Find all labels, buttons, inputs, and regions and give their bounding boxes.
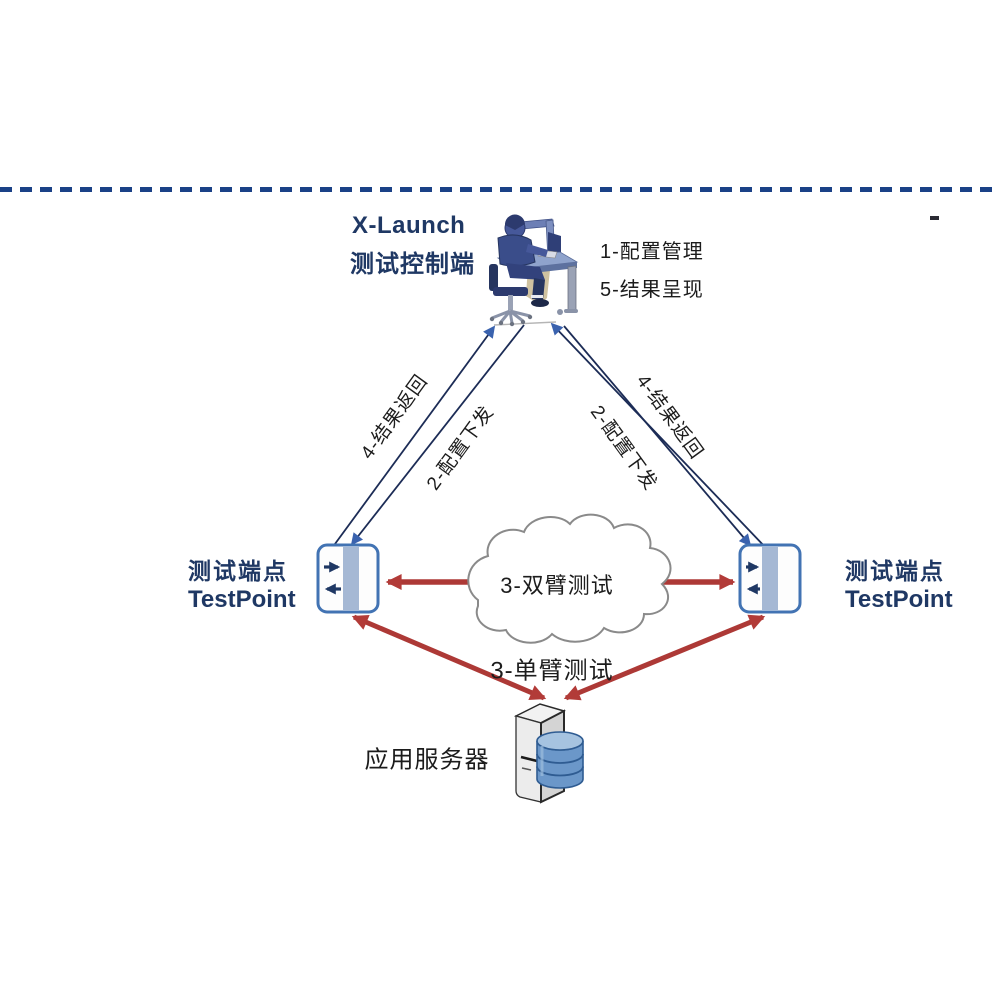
- single-arm-left-arrow: [351, 614, 547, 701]
- arrow-result-return-left: [331, 325, 496, 549]
- control-title: X-Launch: [352, 212, 466, 239]
- chair-base: [491, 309, 531, 324]
- application-server-label: 应用服务器: [364, 746, 490, 774]
- arrow-config-dispatch-right: [563, 325, 752, 547]
- arrow-result-return-right: [550, 322, 769, 551]
- testpoint-left-label-cn: 测试端点: [188, 558, 288, 584]
- base-connector-line: [493, 321, 557, 326]
- top-dashed-divider: [0, 187, 1000, 192]
- single-arm-right-arrow: [563, 614, 766, 701]
- testpoint-left-label-en: TestPoint: [188, 586, 296, 613]
- note-config-management: 1-配置管理: [600, 241, 704, 263]
- testpoint-right-label-cn: 测试端点: [845, 558, 945, 584]
- control-links: [331, 321, 769, 551]
- network-cloud-icon: [467, 513, 672, 644]
- testpoint-node-icon-left: [316, 543, 380, 614]
- operator-workstation-icon: [489, 214, 579, 327]
- testpoint-node-icon-right: [738, 543, 802, 614]
- control-subtitle: 测试控制端: [350, 251, 475, 278]
- database-cylinder-icon: [536, 731, 584, 789]
- small-dash-mark: [930, 216, 939, 220]
- single-arm-test-label: 3-单臂测试: [490, 657, 614, 685]
- arrow-config-dispatch-left: [350, 324, 525, 546]
- dual-arm-test-label: 3-双臂测试: [500, 573, 614, 598]
- testpoint-right-label-en: TestPoint: [845, 586, 953, 613]
- single-arm-test-arrows: [351, 614, 766, 701]
- application-server-icon: [513, 703, 584, 804]
- note-result-presentation: 5-结果呈现: [600, 279, 704, 301]
